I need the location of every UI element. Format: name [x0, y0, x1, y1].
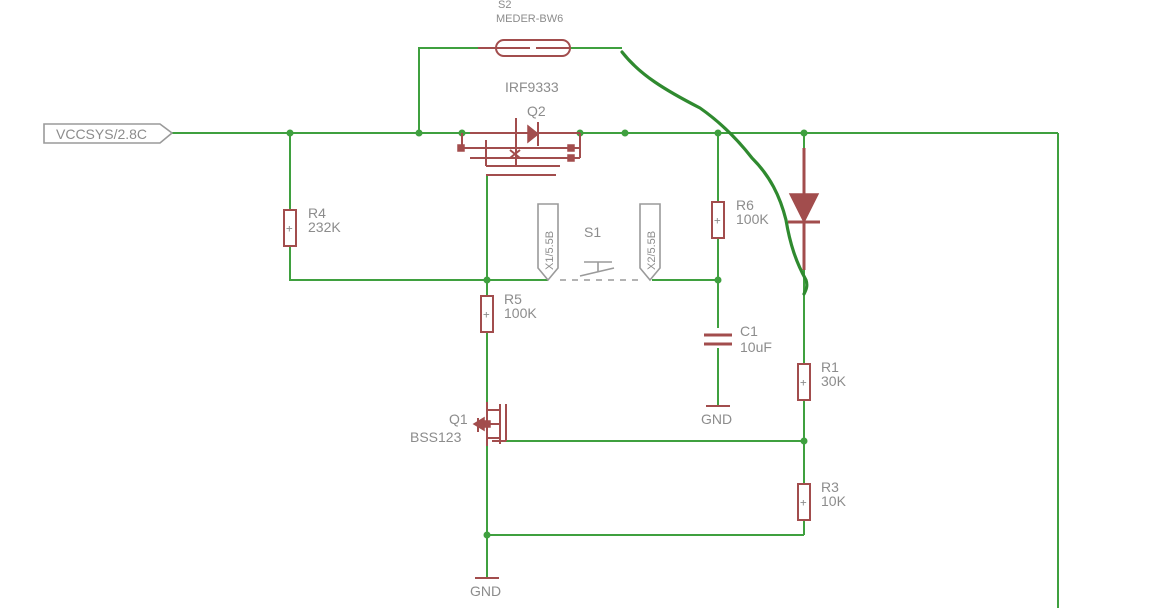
hand-drawn-annotation	[620, 50, 809, 296]
q2-name: Q2	[527, 103, 546, 119]
s2-value: MEDER-BW6	[496, 13, 563, 25]
junction-dot	[714, 276, 722, 284]
c1-name: C1	[740, 323, 758, 339]
ground-bottom: GND	[470, 577, 501, 599]
capacitor-c1: C1 10uF	[704, 323, 772, 355]
r5-name: R5	[504, 291, 522, 307]
c1-value: 10uF	[740, 339, 772, 355]
r5-value: 100K	[504, 305, 537, 321]
r6-value: 100K	[736, 211, 769, 227]
resistor-r5: + R5 100K	[480, 291, 537, 333]
q1-value: BSS123	[410, 429, 462, 445]
connector-x2: X2/5.5B	[639, 203, 661, 282]
junction-dot	[483, 276, 491, 284]
connector-x1: X1/5.5B	[537, 203, 559, 282]
r6-name: R6	[736, 197, 754, 213]
r1-value: 30K	[821, 373, 847, 389]
diode	[788, 148, 820, 270]
junction-dot	[800, 129, 808, 137]
junction-dot	[415, 129, 423, 137]
junction-dot	[483, 531, 491, 539]
reed-switch-s2: S2 MEDER-BW6	[478, 0, 571, 57]
resistor-r4: + R4 232K	[283, 205, 341, 247]
junction-dot	[714, 129, 722, 137]
s2-name: S2	[498, 0, 511, 11]
resistor-r3: + R3 10K	[797, 479, 847, 521]
svg-text:+: +	[800, 496, 807, 509]
x2-label: X2/5.5B	[646, 231, 658, 270]
junction-dot	[286, 129, 294, 137]
pushbutton-s1: S1	[560, 224, 638, 281]
gnd-c1-label: GND	[701, 411, 732, 427]
wire-reed-left	[418, 47, 478, 133]
svg-text:+: +	[483, 308, 490, 321]
mosfet-q1: Q1 BSS123	[410, 402, 507, 446]
resistor-r6: + R6 100K	[711, 197, 769, 239]
r3-value: 10K	[821, 493, 847, 509]
gnd-bottom-label: GND	[470, 583, 501, 599]
s1-name: S1	[584, 224, 601, 240]
r4-value: 232K	[308, 219, 341, 235]
junction-dot	[800, 437, 808, 445]
junction-dot	[621, 129, 629, 137]
vcc-port-label: VCCSYS/2.8C	[43, 123, 174, 144]
ground-c1: GND	[701, 405, 732, 427]
wire-r4-bottom	[289, 246, 548, 281]
vcc-label-text: VCCSYS/2.8C	[56, 126, 147, 142]
wires	[172, 47, 1059, 608]
q1-name: Q1	[449, 411, 468, 427]
svg-text:+: +	[800, 376, 807, 389]
q2-value: IRF9333	[505, 79, 559, 95]
svg-text:+: +	[286, 222, 293, 235]
x1-label: X1/5.5B	[544, 231, 556, 270]
junctions	[286, 129, 808, 539]
r1-name: R1	[821, 359, 839, 375]
mosfet-q2: IRF9333 Q2	[457, 79, 581, 176]
r3-name: R3	[821, 479, 839, 495]
r4-name: R4	[308, 205, 326, 221]
resistor-r1: + R1 30K	[797, 359, 847, 401]
svg-text:+: +	[714, 214, 721, 227]
